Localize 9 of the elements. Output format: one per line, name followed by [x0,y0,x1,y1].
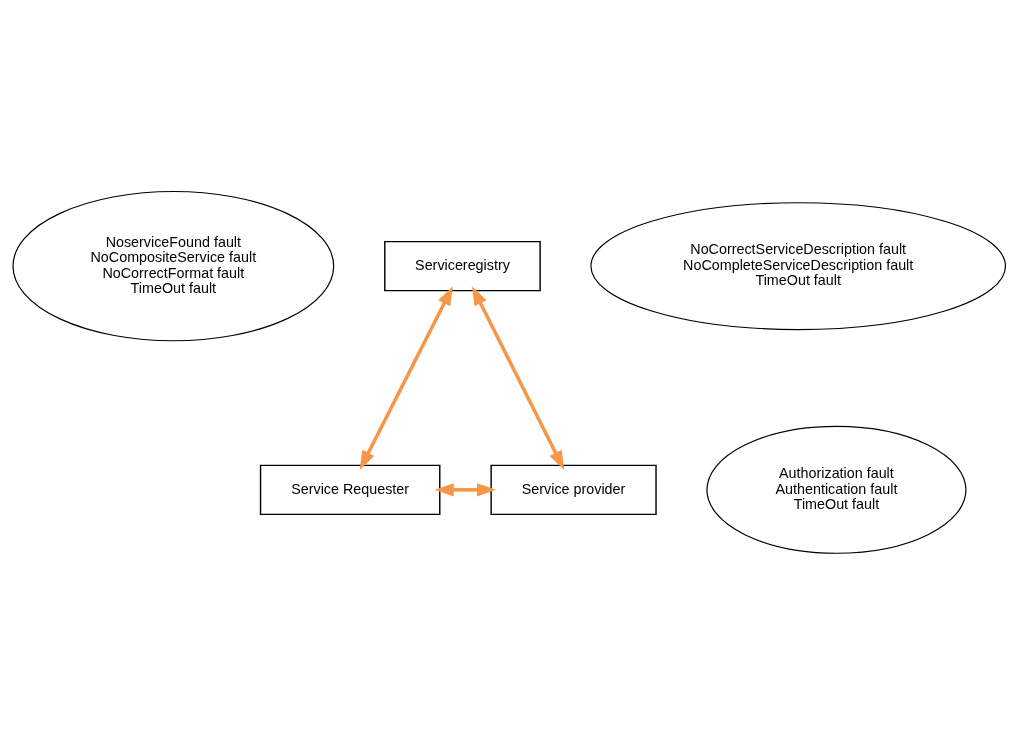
arrow [434,482,497,497]
node-ellipse: NoserviceFound fault NoCompositeService fault NoCorrectFormat fault TimeOut fault [12,190,335,341]
node-ellipse: NoCorrectServiceDescription fault NoCompleteServiceDescription fault TimeOut fault [590,201,1007,330]
node-ellipse: Authorization fault Authentication fault TimeOut fault [706,425,967,554]
arrow [471,285,565,470]
arrow [359,285,453,470]
node-box: Serviceregistry [384,240,541,291]
node-box: Service Requester [259,464,441,515]
node-box: Service provider [490,464,657,515]
